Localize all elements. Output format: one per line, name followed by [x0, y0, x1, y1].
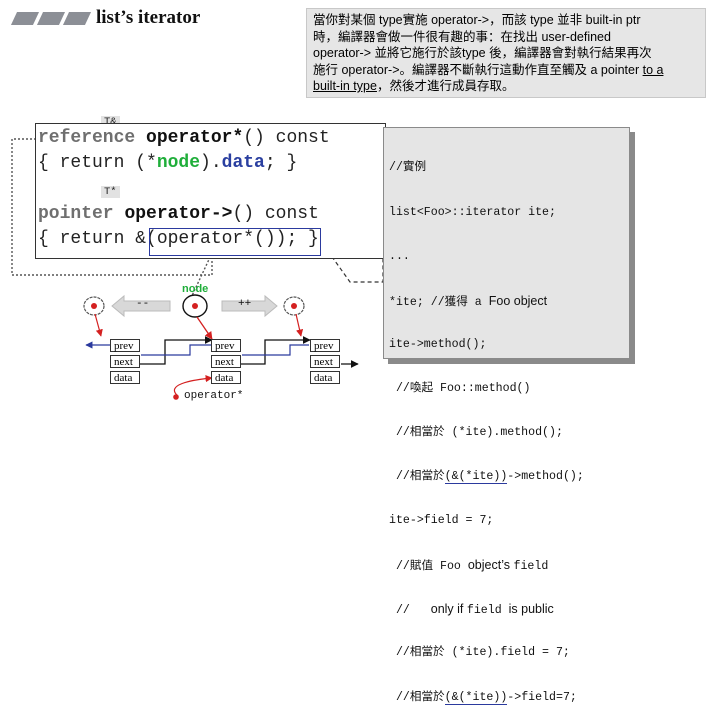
connector-svg [11, 138, 384, 400]
note-line-2: 時，編譯器會做一件很有趣的事：在找出 user-defined [313, 29, 611, 44]
note-line-4: 施行 operator->。編譯器不斷執行這動作直至觸及 a pointer t… [313, 62, 664, 77]
node-label: node [182, 283, 209, 295]
node3-next-cell: next [310, 355, 340, 368]
link-prev-2 [242, 344, 309, 356]
example-line-4: *ite; //獲得 a Foo object [389, 293, 548, 309]
example-line-13: //相當於(&(*ite))->field=7; [389, 690, 577, 705]
code-line-3: pointer operator->() const [38, 204, 319, 224]
note-line-3: operator-> 並將它施行於該type 後，編譯器會對執行結果再次 [313, 46, 652, 60]
link-next-1 [140, 336, 213, 365]
slide-title: list’s iterator [96, 7, 201, 28]
node3-data-cell: data [310, 371, 340, 384]
example-line-5: ite->method(); [389, 337, 487, 351]
node-pointer-cloud [182, 294, 213, 340]
node1-prev-cell: prev [110, 339, 140, 352]
code-line-2: { return (*node).data; } [38, 153, 298, 173]
example-line-8: //相當於(&(*ite))->method(); [389, 470, 584, 485]
increment-arrow [221, 294, 278, 318]
example-line-1: //實例 [389, 161, 427, 175]
example-line-12: //相當於 (*ite).field = 7; [389, 646, 570, 660]
dotted-bracket-line [11, 138, 213, 276]
example-line-10: //賦值 Foo object’s field [389, 558, 549, 574]
increment-label: ++ [238, 298, 252, 310]
node3-prev-cell: prev [310, 339, 340, 352]
example-line-2: list<Foo>::iterator ite; [389, 205, 556, 219]
note-box: 當你對某個 type實施 operator->，而該 type 並非 built… [306, 8, 706, 98]
example-line-7: //相當於 (*ite).method(); [389, 425, 563, 439]
node1-next-cell: next [110, 355, 140, 368]
dotted-to-node-line [189, 252, 213, 301]
node2-next-cell: next [211, 355, 241, 368]
operator-star-arrow [173, 375, 213, 397]
code-line-4: { return &(operator*()); } [38, 229, 319, 249]
note-line-1: 當你對某個 type實施 operator->，而該 type 並非 built… [313, 13, 641, 27]
code-line-1: reference operator*() const [38, 128, 330, 148]
return-type-tag-ptr: T* [101, 186, 120, 198]
node2-data-cell: data [211, 371, 241, 384]
right-pointer-cloud [283, 296, 305, 337]
note-line-5: built-in type，然後才進行成員存取。 [313, 79, 515, 93]
example-panel: //實例 list<Foo>::iterator ite; ... *ite; … [383, 127, 630, 705]
link-next-2 [241, 336, 311, 365]
example-line-9: ite->field = 7; [389, 514, 494, 528]
operator-star-highlight-box [149, 228, 321, 256]
example-line-6: //喚起 Foo::method() [389, 381, 531, 395]
left-pointer-cloud [83, 296, 105, 337]
link-prev-1 [141, 344, 211, 356]
example-line-11: // only if field is public [389, 602, 554, 618]
decrement-label: -- [136, 298, 150, 310]
code-box [35, 123, 386, 259]
node1-data-cell: data [110, 371, 140, 384]
example-line-3: ... [389, 249, 410, 263]
node2-prev-cell: prev [211, 339, 241, 352]
decrement-arrow [111, 294, 171, 318]
operator-star-label: operator* [184, 390, 244, 402]
